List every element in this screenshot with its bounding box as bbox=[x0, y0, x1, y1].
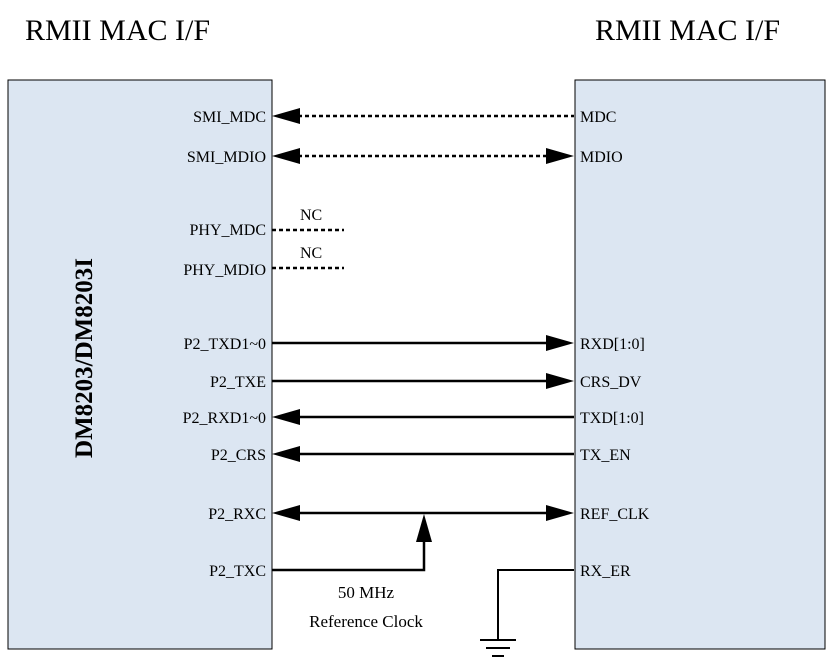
right-mac-block bbox=[574, 79, 826, 650]
pin-p2-txc: P2_TXC bbox=[209, 563, 266, 580]
rxc-refclk-connection bbox=[272, 505, 574, 521]
pin-crs-dv: CRS_DV bbox=[580, 374, 642, 391]
clock-label-line2: Reference Clock bbox=[309, 612, 423, 631]
txd-rxd-connection bbox=[272, 335, 574, 351]
txc-clock-connection bbox=[272, 514, 432, 572]
pin-p2-crs: P2_CRS bbox=[211, 447, 266, 464]
pin-smi-mdc: SMI_MDC bbox=[193, 109, 266, 126]
pin-p2-rxd: P2_RXD1~0 bbox=[183, 410, 266, 427]
phy-mdc-nc: NC bbox=[272, 207, 344, 232]
rxd-txd-connection bbox=[272, 409, 574, 425]
pin-smi-mdio: SMI_MDIO bbox=[187, 149, 266, 166]
pin-rx-er: RX_ER bbox=[580, 563, 631, 580]
pin-phy-mdio: PHY_MDIO bbox=[183, 262, 266, 279]
nc-label-2: NC bbox=[300, 245, 322, 262]
pin-ref-clk: REF_CLK bbox=[580, 506, 650, 523]
ground-icon bbox=[480, 639, 516, 657]
left-chip-block bbox=[7, 79, 273, 650]
pin-mdc: MDC bbox=[580, 109, 616, 126]
pin-mdio: MDIO bbox=[580, 149, 623, 166]
clock-label-line1: 50 MHz bbox=[338, 583, 395, 602]
pin-p2-rxc: P2_RXC bbox=[208, 506, 266, 523]
left-header: RMII MAC I/F bbox=[25, 14, 210, 47]
pin-p2-txe: P2_TXE bbox=[210, 374, 266, 391]
right-header: RMII MAC I/F bbox=[595, 14, 780, 47]
rxer-ground-connection bbox=[480, 569, 574, 657]
pin-p2-txd: P2_TXD1~0 bbox=[184, 336, 266, 353]
pin-txd: TXD[1:0] bbox=[580, 410, 644, 427]
chip-label: DM8203/DM8203I bbox=[71, 258, 98, 458]
mdc-connection bbox=[272, 108, 574, 124]
pin-rxd: RXD[1:0] bbox=[580, 336, 645, 353]
crs-txen-connection bbox=[272, 446, 574, 462]
nc-label-1: NC bbox=[300, 207, 322, 224]
mdio-connection bbox=[272, 148, 574, 164]
phy-mdio-nc: NC bbox=[272, 245, 344, 270]
txe-crsdv-connection bbox=[272, 373, 574, 389]
pin-phy-mdc: PHY_MDC bbox=[190, 222, 266, 239]
pin-tx-en: TX_EN bbox=[580, 447, 631, 464]
